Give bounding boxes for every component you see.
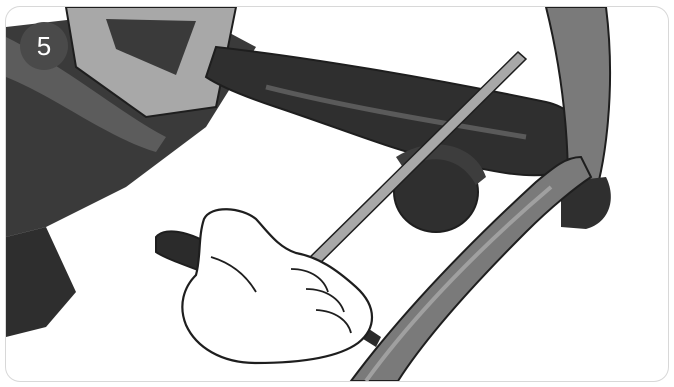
strap-threading-illustration	[6, 7, 668, 381]
instruction-card: 5	[6, 7, 668, 381]
step-number: 5	[37, 33, 51, 59]
black-strap	[206, 47, 582, 175]
step-number-badge: 5	[20, 22, 68, 70]
seat-shell-lower	[6, 227, 76, 337]
